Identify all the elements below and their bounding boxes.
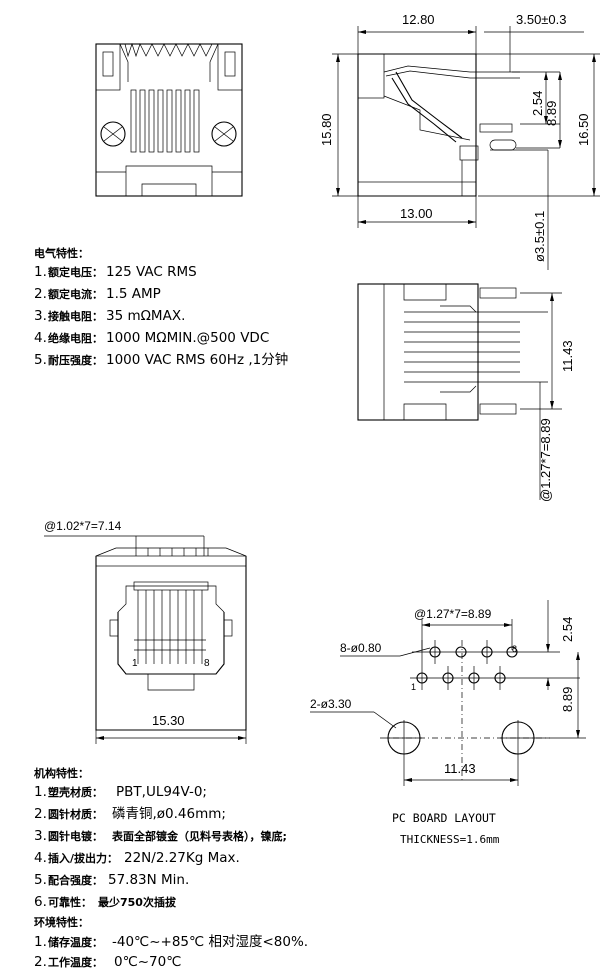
dim-pcb-peg-holes: 2-ø3.30 — [310, 697, 352, 711]
mechanical-item-num: 6. — [34, 894, 47, 910]
front-contacts — [130, 89, 200, 153]
mechanical-item-num: 4. — [34, 850, 47, 866]
mechanical-item-value: 磷青铜,ø0.46mm; — [112, 806, 226, 822]
environment-specs: 环境特性： 1. 储存温度： -40℃~+85℃ 相对湿度<80%. 2. 工作… — [34, 915, 308, 970]
environment-item-value: -40℃~+85℃ 相对湿度<80%. — [112, 934, 308, 950]
mechanical-item-label: 插入/拔出力： — [48, 851, 118, 865]
front-led-right — [211, 121, 237, 147]
environment-item-num: 2. — [34, 954, 47, 970]
dim-rear-width: 15.30 — [152, 713, 185, 728]
dim-pcb-peg-span: 11.43 — [444, 761, 476, 776]
pcb-layout-title: PC BOARD LAYOUT — [392, 811, 496, 825]
pcb-thickness: THICKNESS=1.6mm — [400, 833, 500, 846]
mechanical-item-value: 57.83N Min. — [108, 872, 189, 888]
mechanical-item-label: 塑壳材质： — [48, 785, 103, 799]
mechanical-specs: 机构特性： 1. 塑壳材质： PBT,UL94V-0; 2. 圆针材质： 磷青铜… — [34, 766, 287, 910]
dim-pcb-peg-offset: 8.89 — [560, 687, 575, 712]
front-view — [95, 42, 243, 197]
dim-pitch-mid: 8.89 — [544, 101, 559, 126]
rear-view — [44, 535, 247, 744]
side-dim-lines — [332, 26, 600, 270]
electrical-item-label: 耐压强度： — [48, 353, 103, 367]
dim-pcb-row-gap: 2.54 — [560, 617, 575, 642]
rear-top-teeth — [147, 548, 209, 556]
mechanical-heading: 机构特性： — [34, 766, 89, 780]
mechanical-item-num: 5. — [34, 872, 47, 888]
rear-pin1-label: 1 — [132, 658, 138, 669]
electrical-item-num: 2. — [34, 286, 47, 302]
electrical-item-value: 1.5 AMP — [106, 286, 161, 302]
electrical-specs: 电气特性： 1. 额定电压： 125 VAC RMS 2. 额定电流： 1.5 … — [34, 246, 288, 368]
pcb-pin-holes — [416, 640, 518, 690]
mechanical-item-num: 2. — [34, 806, 47, 822]
electrical-item-value: 1000 MΩMIN.@500 VDC — [106, 330, 269, 346]
dim-pin-offset: 3.50±0.3 — [516, 12, 567, 27]
front-view-outline — [95, 43, 243, 197]
pcb-pin8-label: 8 — [512, 644, 517, 654]
electrical-item-label: 额定电流： — [48, 287, 103, 301]
electrical-item-value: 35 mΩMAX. — [106, 308, 185, 324]
dim-top-width: 12.80 — [402, 12, 435, 27]
dim-bottom-pitch-total: @1.27*7=8.89 — [538, 418, 553, 502]
pcb-layout — [310, 600, 586, 786]
mechanical-item-value: PBT,UL94V-0; — [116, 784, 207, 800]
electrical-item-value: 1000 VAC RMS 60Hz ,1分钟 — [106, 351, 288, 368]
side-view-outline — [357, 53, 477, 197]
electrical-item-num: 4. — [34, 330, 47, 346]
mechanical-item-value: 最少750次插拔 — [98, 895, 177, 909]
electrical-heading: 电气特性： — [34, 246, 89, 260]
mechanical-item-value: 表面全部镀金（见料号表格），镍底; — [111, 829, 287, 843]
front-led-left — [100, 121, 126, 147]
side-view — [332, 26, 600, 270]
electrical-item-label: 绝缘电阻： — [48, 331, 103, 345]
electrical-item-num: 5. — [34, 352, 47, 368]
rear-contacts — [134, 590, 206, 664]
dim-bottom-span: 11.43 — [560, 340, 575, 372]
dim-height-total: 16.50 — [576, 113, 591, 146]
front-contact-teeth — [124, 42, 213, 58]
dim-pcb-pin-holes: 8-ø0.80 — [340, 641, 382, 655]
environment-heading: 环境特性： — [34, 915, 89, 929]
environment-item-num: 1. — [34, 934, 47, 950]
dim-bottom-width: 13.00 — [400, 206, 433, 221]
electrical-item-num: 1. — [34, 264, 47, 280]
mechanical-item-label: 圆针材质： — [48, 807, 103, 821]
pcb-pin1-label: 1 — [411, 682, 416, 692]
dim-pitch-small: 2.54 — [530, 91, 545, 116]
environment-item-label: 工作温度： — [48, 955, 103, 969]
electrical-item-value: 125 VAC RMS — [106, 264, 197, 280]
mechanical-item-label: 可靠性： — [48, 895, 92, 909]
dim-pcb-pin-pitch: @1.27*7=8.89 — [414, 607, 492, 621]
mechanical-item-num: 1. — [34, 784, 47, 800]
rear-pin8-label: 8 — [204, 658, 210, 669]
electrical-item-label: 接触电阻： — [48, 309, 103, 323]
bottom-view — [357, 283, 562, 500]
environment-item-value: 0℃~70℃ — [114, 954, 181, 970]
mechanical-item-num: 3. — [34, 828, 47, 844]
dim-rear-contact-pitch: @1.02*7=7.14 — [44, 519, 122, 533]
electrical-item-num: 3. — [34, 308, 47, 324]
dim-height-left: 15.80 — [319, 113, 334, 146]
electrical-item-label: 额定电压： — [48, 265, 103, 279]
dim-peg-dia: ø3.5±0.1 — [532, 211, 547, 262]
mechanical-item-label: 圆针电镀： — [48, 829, 103, 843]
mechanical-item-label: 配合强度： — [48, 873, 103, 887]
bottom-pins — [404, 305, 520, 393]
rear-view-outline — [95, 556, 247, 731]
environment-item-label: 储存温度： — [48, 935, 103, 949]
mechanical-item-value: 22N/2.27Kg Max. — [124, 850, 240, 866]
